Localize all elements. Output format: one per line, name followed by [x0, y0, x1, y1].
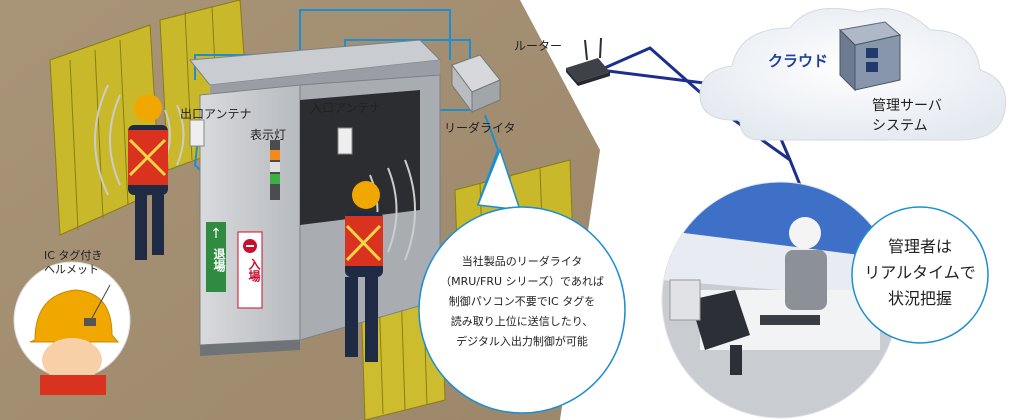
manager-line: リアルタイムで [864, 263, 976, 282]
entry-sign-label: 入場 [247, 258, 261, 282]
callout-line: 当社製品のリーダライタ [461, 255, 583, 268]
reader-writer-label: リーダライタ [444, 121, 516, 135]
server-icon [838, 21, 902, 92]
manager-text: 管理者は リアルタイムで 状況把握 [855, 234, 985, 312]
manager-line: 管理者は [887, 237, 952, 256]
svg-text:↑: ↑ [210, 226, 222, 242]
router-device [566, 37, 610, 86]
manager-bubble [851, 206, 989, 344]
indicator-light [270, 140, 280, 200]
exit-antenna [189, 119, 205, 147]
router-label: ルーター [514, 39, 563, 53]
server-label-line2: システム [872, 118, 928, 134]
gate-booth: ↑ [189, 39, 442, 356]
exit-sign-label: 退場 [212, 248, 226, 272]
callout-line: （MRU/FRU シリーズ）であれば [440, 275, 604, 288]
callout-bubble [418, 206, 626, 414]
callout-line: 制御パソコン不要でIC タグを [448, 295, 596, 308]
callout-pointer [476, 147, 522, 211]
exit-sign [206, 222, 226, 292]
manager-line: 状況把握 [887, 289, 952, 308]
callout-text: 当社製品のリーダライタ （MRU/FRU シリーズ）であれば 制御パソコン不要で… [432, 252, 612, 352]
entry-antenna [337, 127, 353, 155]
helmet-label-line2: ヘルメット [44, 263, 99, 276]
worker-right [345, 181, 383, 362]
server-label-line1: 管理サーバ [872, 98, 942, 114]
office-scene [662, 182, 898, 418]
cloud-label: クラウド [768, 52, 829, 70]
reader-writer-device [451, 54, 501, 114]
helmet-label-line1: IC タグ付き [44, 249, 103, 262]
entry-antenna-label: 入口アンテナ [310, 101, 382, 115]
callout-line: デジタル入出力制御が可能 [456, 335, 588, 348]
indicator-light-label: 表示灯 [250, 128, 287, 142]
entry-sign [237, 231, 263, 309]
helmet-illustration [29, 284, 120, 395]
exit-antenna-label: 出口アンテナ [180, 107, 252, 121]
callout-line: 読み取り上位に送信したり、 [450, 315, 594, 328]
worker-left [128, 94, 168, 260]
